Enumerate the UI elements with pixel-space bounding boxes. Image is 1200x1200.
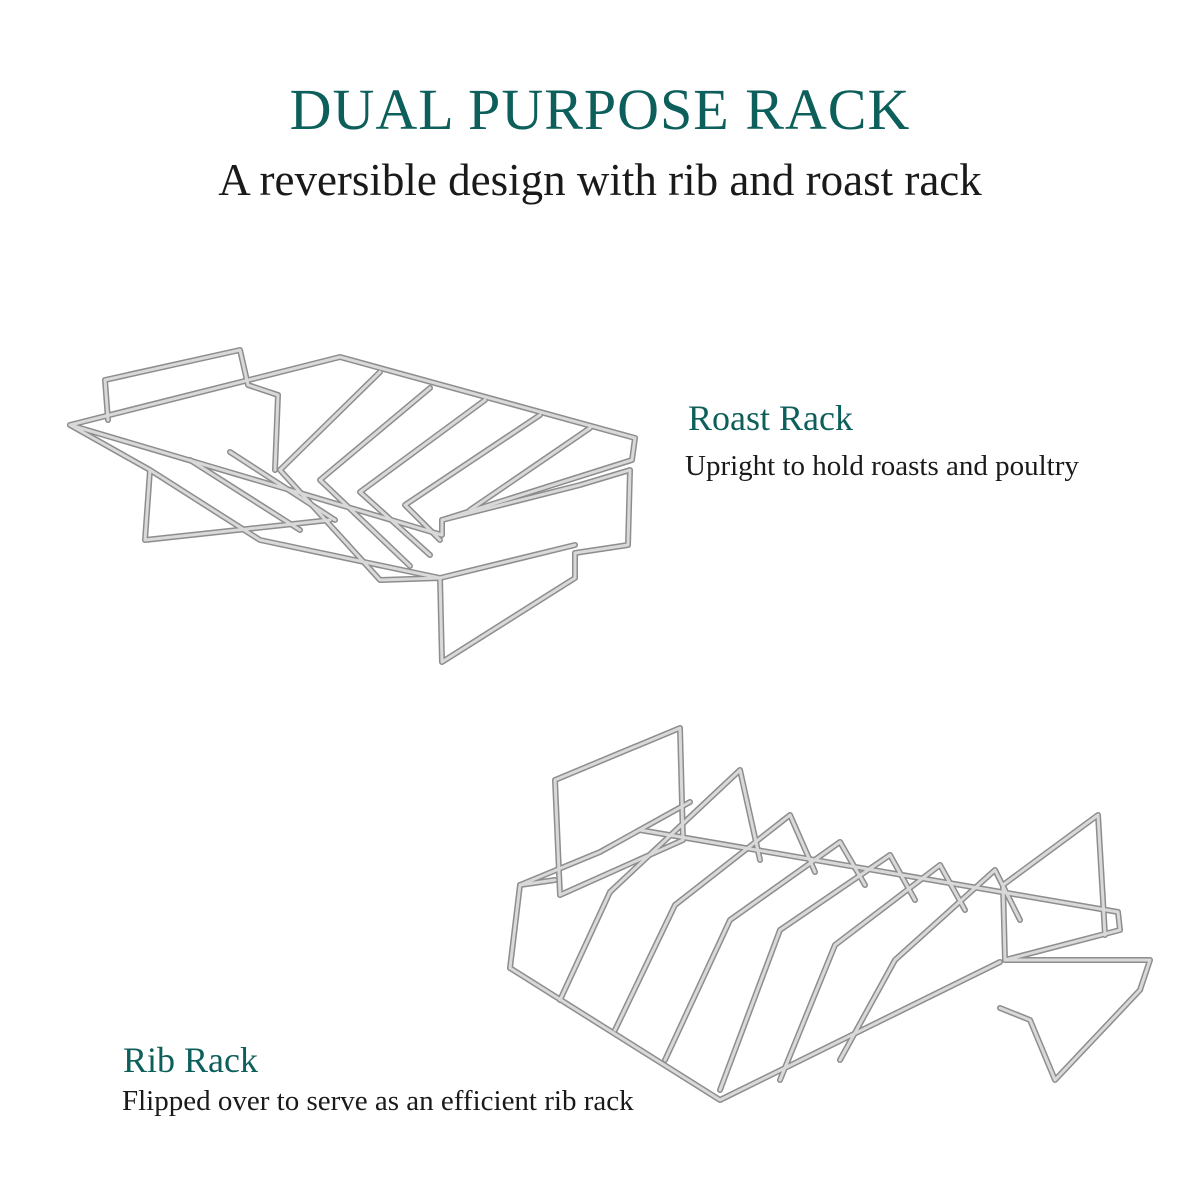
roast-rack-wires (67, 347, 638, 665)
page-title: DUAL PURPOSE RACK (289, 77, 911, 142)
roast-rack-description: Upright to hold roasts and poultry (685, 450, 1079, 482)
page-subtitle: A reversible design with rib and roast r… (218, 155, 982, 205)
rib-rack-wires (507, 725, 1153, 1103)
roast-rack-title: Roast Rack (688, 398, 853, 438)
rib-rack-title: Rib Rack (123, 1040, 258, 1080)
rib-rack-description: Flipped over to serve as an efficient ri… (122, 1085, 634, 1117)
